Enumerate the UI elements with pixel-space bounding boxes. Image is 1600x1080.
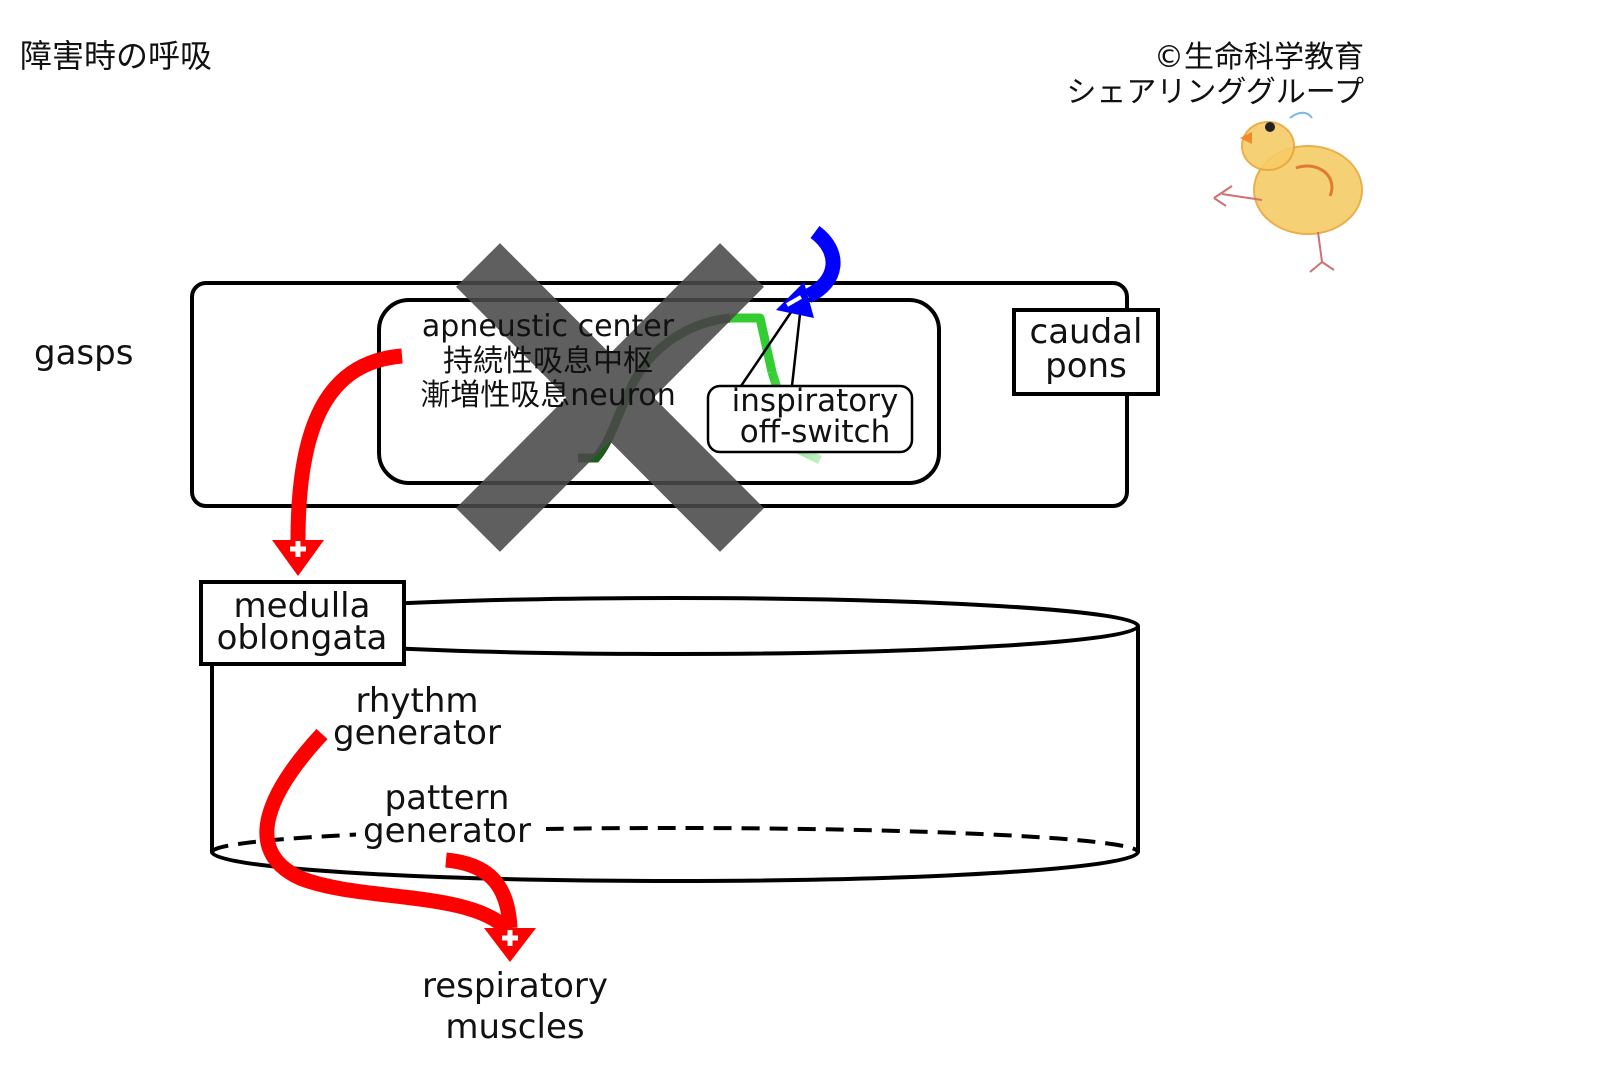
medulla-cylinder	[210, 596, 1140, 883]
page-title: 障害時の呼吸	[20, 37, 213, 75]
pattern-generator-label: pattern generator	[352, 778, 542, 851]
credit-text: ©生命科学教育 シェアリンググループ	[1066, 40, 1364, 111]
plus-sign-icon	[502, 930, 518, 946]
pattern-label-line-2: generator	[363, 810, 531, 851]
apneustic-center-label: apneustic center 持続性吸息中枢 漸増性吸息neuron	[398, 309, 698, 414]
credit-line-2: シェアリンググループ	[1066, 75, 1364, 111]
credit-line-1: ©生命科学教育	[1154, 40, 1364, 75]
excitatory-arrow-to-medulla	[290, 348, 403, 541]
cross-mark-icon	[456, 243, 764, 552]
medulla-label: medulla oblongata	[204, 586, 400, 658]
chick-illustration	[1213, 111, 1363, 273]
respiratory-muscles-label: respiratory muscles	[410, 966, 620, 1048]
excitatory-arrow-rhythm	[259, 728, 514, 936]
medulla-label-line-1: medulla	[233, 586, 371, 626]
offswitch-label-line-2: off-switch	[739, 414, 891, 450]
inhibitory-minus-sign	[786, 295, 802, 307]
caudal-pons-box	[1012, 308, 1160, 396]
inhibitory-arrow-shaft	[804, 225, 841, 303]
caudal-pons-label: caudal pons	[1017, 315, 1155, 383]
apneustic-label-line-2: 持続性吸息中枢	[443, 343, 653, 379]
apneustic-label-line-1: apneustic center	[421, 309, 675, 344]
medulla-label-line-2: oblongata	[216, 617, 388, 658]
muscles-label-line-2: muscles	[445, 1006, 585, 1047]
medulla-box	[199, 580, 406, 666]
apneustic-label-line-3: 漸増性吸息neuron	[420, 378, 676, 413]
pattern-label-line-1: pattern	[384, 778, 510, 818]
offswitch-label: inspiratory off-switch	[720, 386, 910, 448]
ramp-light-segment	[730, 313, 777, 373]
caudal-label-line-2: pons	[1045, 346, 1127, 386]
mode-label: gasps	[34, 333, 134, 373]
plus-sign-icon	[290, 541, 306, 557]
excitatory-arrow-pattern	[445, 852, 518, 929]
excitatory-arrow-to-medulla-head	[272, 540, 324, 576]
offswitch-box	[706, 384, 914, 454]
caudal-label-line-1: caudal	[1029, 312, 1143, 352]
rhythm-label-line-2: generator	[333, 712, 501, 753]
rhythm-label-line-1: rhythm	[355, 681, 479, 721]
muscles-label-line-1: respiratory	[422, 966, 608, 1006]
rhythm-generator-label: rhythm generator	[322, 681, 512, 753]
offswitch-label-line-1: inspiratory	[731, 383, 899, 419]
